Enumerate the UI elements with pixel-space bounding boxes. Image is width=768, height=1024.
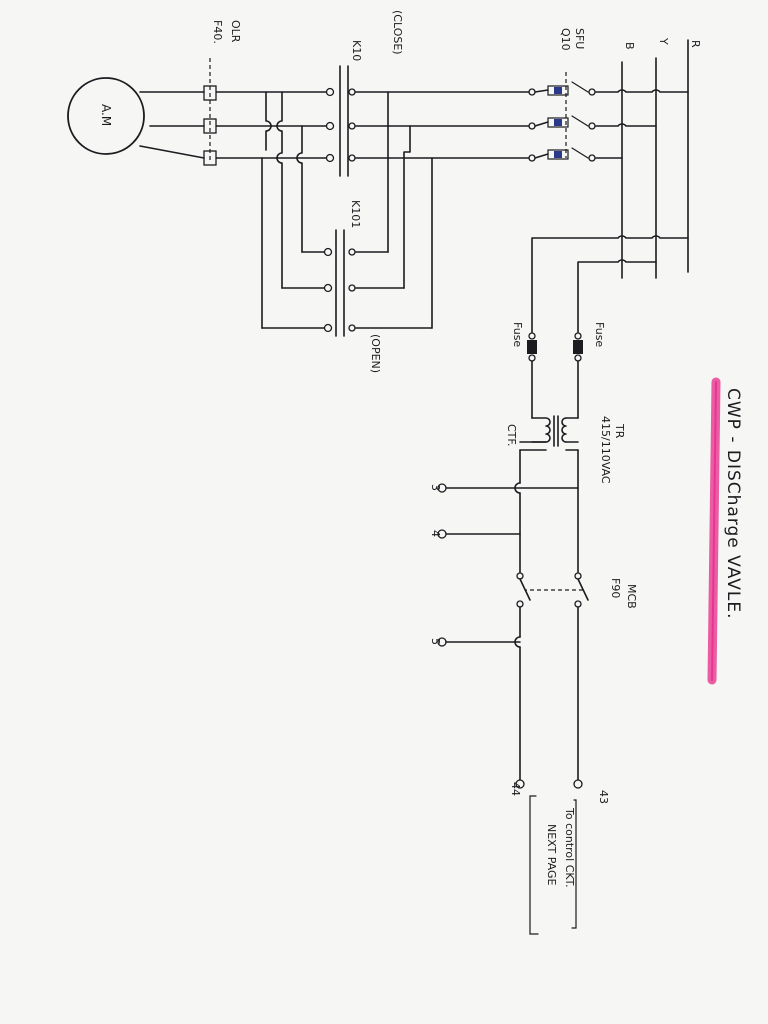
- ctf-label: CTF.: [505, 424, 518, 446]
- to-control-lines: 43 44: [445, 606, 610, 804]
- fuse-top: [573, 340, 583, 354]
- busbars: [621, 39, 689, 279]
- terminal-5-label: 5: [429, 638, 442, 645]
- motor-label: A.M: [99, 104, 113, 126]
- close-label: (CLOSE): [391, 10, 404, 55]
- contactor-k101-open: K101 (OPEN): [323, 200, 382, 373]
- terminal-43-label: 43: [597, 790, 610, 804]
- k101-label: K101: [349, 200, 362, 228]
- control-circuit-note: To control CKT. NEXT PAGE: [529, 795, 577, 935]
- next-page-label: NEXT PAGE: [545, 824, 558, 886]
- phase-label-b: B: [623, 42, 636, 50]
- terminal-4-label: 4: [429, 530, 442, 537]
- phase-label-r: R: [689, 40, 702, 48]
- load-crossover: [215, 91, 327, 329]
- title-block: CWP - DISCharge VAVLE.: [707, 377, 743, 685]
- mcb-f90: MCB F90: [516, 572, 638, 609]
- secondary-lines: 3 4 5: [429, 449, 579, 647]
- terminal-44-label: 44: [509, 782, 522, 796]
- line-phase-2: [595, 123, 657, 127]
- phase-labels: R Y B: [623, 37, 702, 50]
- k10-label: K10: [350, 40, 363, 61]
- reverse-taps: [355, 91, 433, 329]
- terminal-3-label: 3: [429, 484, 442, 491]
- control-fuses: Fuse Fuse: [511, 322, 606, 419]
- mcb-label: MCB: [625, 584, 638, 609]
- f40-label: F40.: [211, 20, 224, 44]
- fuse-bottom: [527, 340, 537, 354]
- f90-label: F90: [609, 578, 622, 598]
- transformer: TR 415/110VAC CTF.: [505, 415, 626, 484]
- contactor-k10-close: K10 (CLOSE): [325, 10, 404, 177]
- to-control-label: To control CKT.: [563, 807, 576, 888]
- q10-label: Q10: [559, 28, 572, 51]
- main-lines: [595, 89, 689, 159]
- sfu-label: SFU: [573, 28, 586, 49]
- sfu-q10: SFU Q10: [528, 28, 596, 162]
- motor-symbol: [67, 77, 145, 155]
- control-taps: [531, 235, 689, 333]
- line-phase-1: [595, 89, 689, 93]
- page-title: CWP - DISCharge VAVLE.: [723, 388, 743, 620]
- transformer-rating-label: 415/110VAC: [599, 416, 612, 484]
- transformer-label: TR: [613, 423, 626, 439]
- olr-label: OLR: [229, 20, 242, 43]
- olr-f40: OLR F40.: [203, 20, 242, 166]
- phase-label-y: Y: [657, 37, 670, 45]
- motor: A.M: [67, 77, 205, 159]
- fuse-top-label: Fuse: [593, 322, 606, 347]
- open-label: (OPEN): [369, 334, 382, 373]
- sfu-to-contactor-lines: [351, 91, 530, 159]
- fuse-bottom-label: Fuse: [511, 322, 524, 347]
